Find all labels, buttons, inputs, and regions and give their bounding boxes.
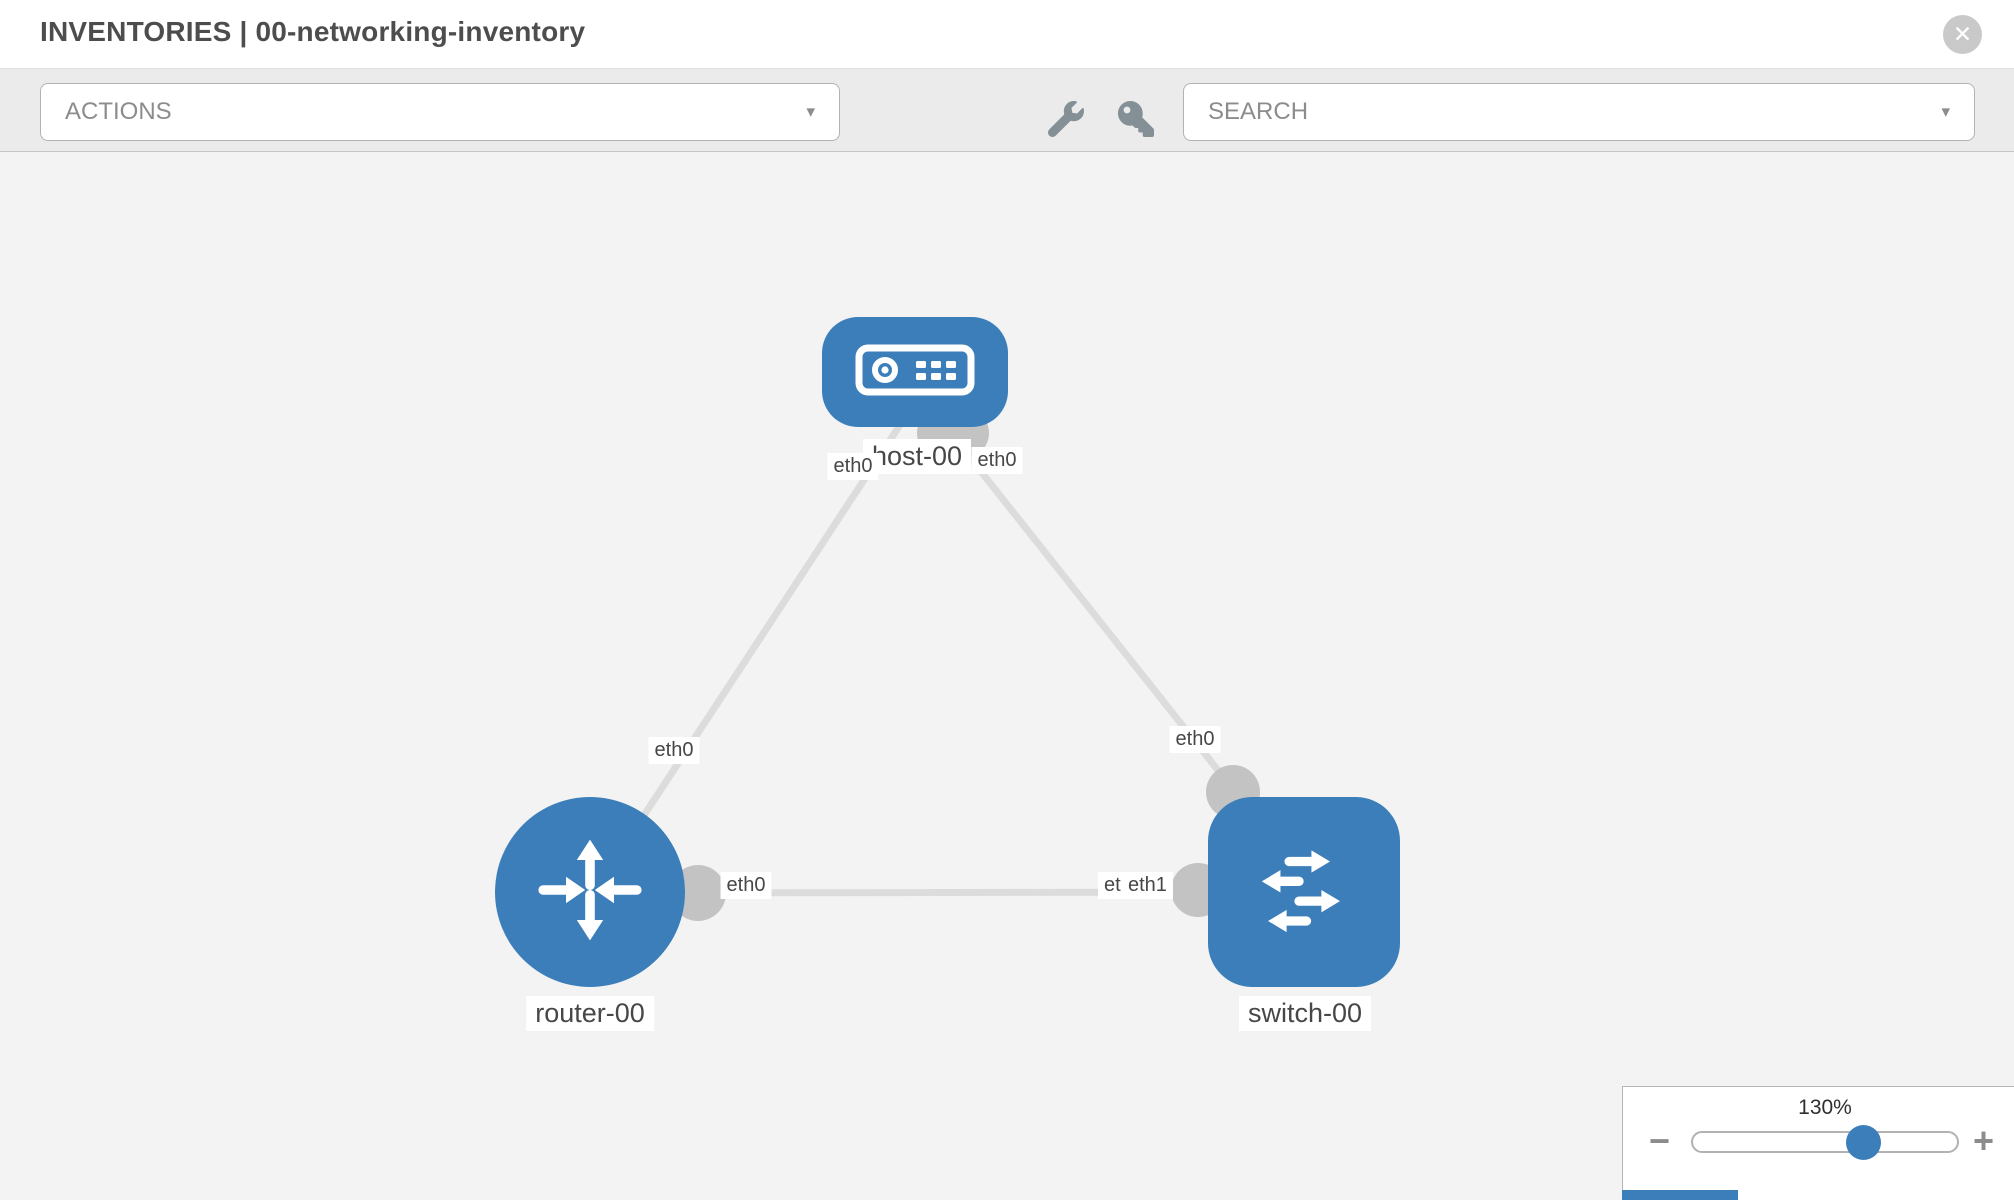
host-icon xyxy=(854,343,976,402)
link-host-router xyxy=(592,423,903,892)
zoom-out-button[interactable]: − xyxy=(1649,1123,1670,1159)
if-label-link-router-eth0: eth0 xyxy=(648,737,700,764)
zoom-control-panel: 130% − + xyxy=(1622,1086,2014,1200)
if-label-host-eth0-left: eth0 xyxy=(827,453,879,480)
key-icon xyxy=(1118,101,1154,141)
node-label-host: host-00 xyxy=(862,439,972,474)
zoom-slider-track[interactable] xyxy=(1691,1131,1959,1153)
links-layer xyxy=(592,408,1301,921)
zoom-level-value: 130% xyxy=(1798,1096,1852,1119)
node-label-switch: switch-00 xyxy=(1238,996,1372,1031)
search-dropdown[interactable]: SEARCH ▾ xyxy=(1183,83,1975,141)
if-label-router-eth0: eth0 xyxy=(720,872,772,899)
node-host-00[interactable] xyxy=(822,317,1008,427)
zoom-slider-handle[interactable] xyxy=(1846,1125,1881,1160)
credentials-button[interactable] xyxy=(1118,101,1154,137)
close-icon: ✕ xyxy=(1952,21,1973,47)
if-label-switch-eth1: eth1 xyxy=(1122,872,1173,899)
node-router-00[interactable] xyxy=(495,797,685,987)
if-label-link-switch-eth0: eth0 xyxy=(1169,726,1221,753)
zoom-in-button[interactable]: + xyxy=(1973,1123,1994,1159)
topology-canvas[interactable]: host-00 router-00 switch-00 eth0 eth0 et… xyxy=(0,152,2014,1200)
if-label-host-eth0-right: eth0 xyxy=(971,447,1023,474)
plus-icon: + xyxy=(1973,1120,1995,1161)
router-icon xyxy=(530,830,650,955)
page-title: INVENTORIES | 00-networking-inventory xyxy=(40,16,586,47)
configure-button[interactable] xyxy=(1047,101,1084,138)
actions-dropdown[interactable]: ACTIONS ▾ xyxy=(40,83,840,141)
node-switch-00[interactable] xyxy=(1208,797,1400,987)
chevron-down-icon: ▾ xyxy=(1941,102,1950,121)
search-dropdown-value: SEARCH xyxy=(1208,98,1309,125)
minus-icon: − xyxy=(1649,1120,1671,1161)
node-label-router: router-00 xyxy=(526,996,654,1031)
close-button[interactable]: ✕ xyxy=(1943,15,1982,54)
actions-dropdown-value: ACTIONS xyxy=(65,98,172,125)
wrench-icon xyxy=(1047,101,1084,141)
window-header: INVENTORIES | 00-networking-inventory ✕ xyxy=(0,0,2014,69)
chevron-down-icon: ▾ xyxy=(806,102,815,121)
toolbar: ACTIONS ▾ SEARCH ▾ xyxy=(0,69,2014,152)
switch-icon xyxy=(1241,828,1367,957)
clipped-blue-element xyxy=(1622,1190,1738,1200)
